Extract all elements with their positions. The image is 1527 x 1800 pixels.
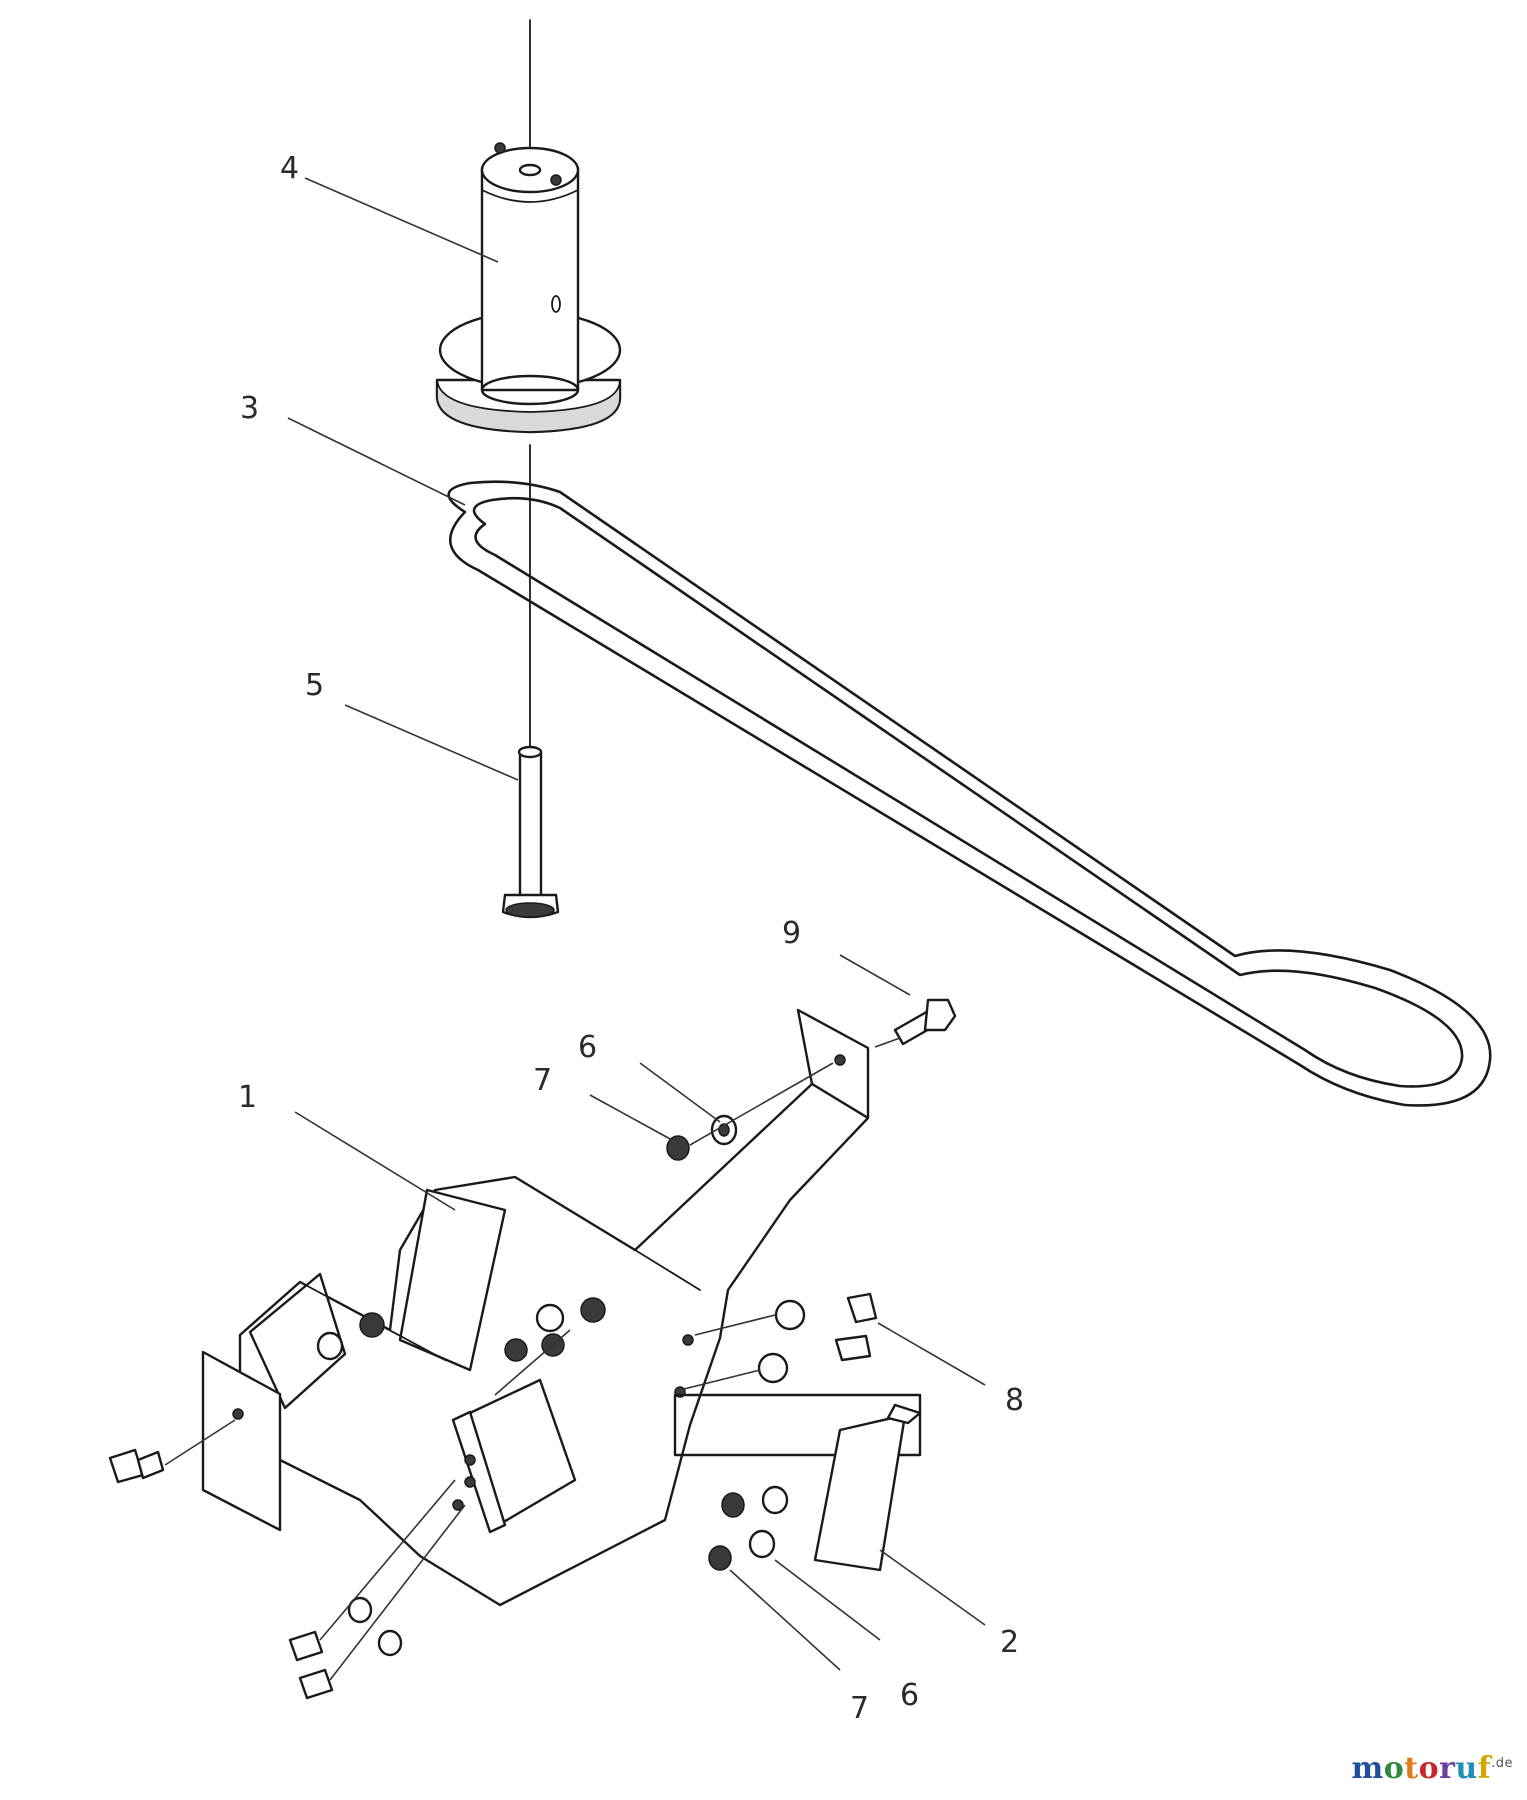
callout-labels: 1 2 3 4 5 6 6 7 7 8 9 [238,151,1024,1726]
callout-leaders [287,177,986,1671]
watermark-letter: t [1404,1751,1419,1786]
part-4-pulley-spindle [435,142,622,434]
watermark-letter: o [1418,1751,1440,1786]
part-2-side-plate [673,1393,922,1572]
callout-6-upper: 6 [578,1030,597,1065]
callout-6-lower: 6 [900,1678,919,1713]
callout-7-lower: 7 [850,1691,869,1726]
fasteners-group [108,1062,878,1700]
watermark-letter: r [1439,1751,1456,1786]
callout-7-upper: 7 [533,1063,552,1098]
watermark-suffix: .de [1491,1756,1513,1771]
callout-5: 5 [305,668,324,703]
motoruf-watermark-logo: motoruf.de [1351,1751,1513,1786]
callout-1: 1 [238,1080,257,1115]
part-3-drive-belt [447,480,1492,1107]
part-5-long-bolt [501,745,560,919]
callout-9: 9 [782,916,801,951]
watermark-letter: m [1351,1751,1384,1786]
callout-2: 2 [1000,1625,1019,1660]
watermark-letter: o [1383,1751,1405,1786]
watermark-letter: u [1455,1751,1478,1786]
callout-8: 8 [1005,1383,1024,1418]
callout-4: 4 [280,151,299,186]
part-9-bolt [874,998,957,1048]
callout-3: 3 [240,391,259,426]
watermark-letter: f [1477,1751,1492,1786]
